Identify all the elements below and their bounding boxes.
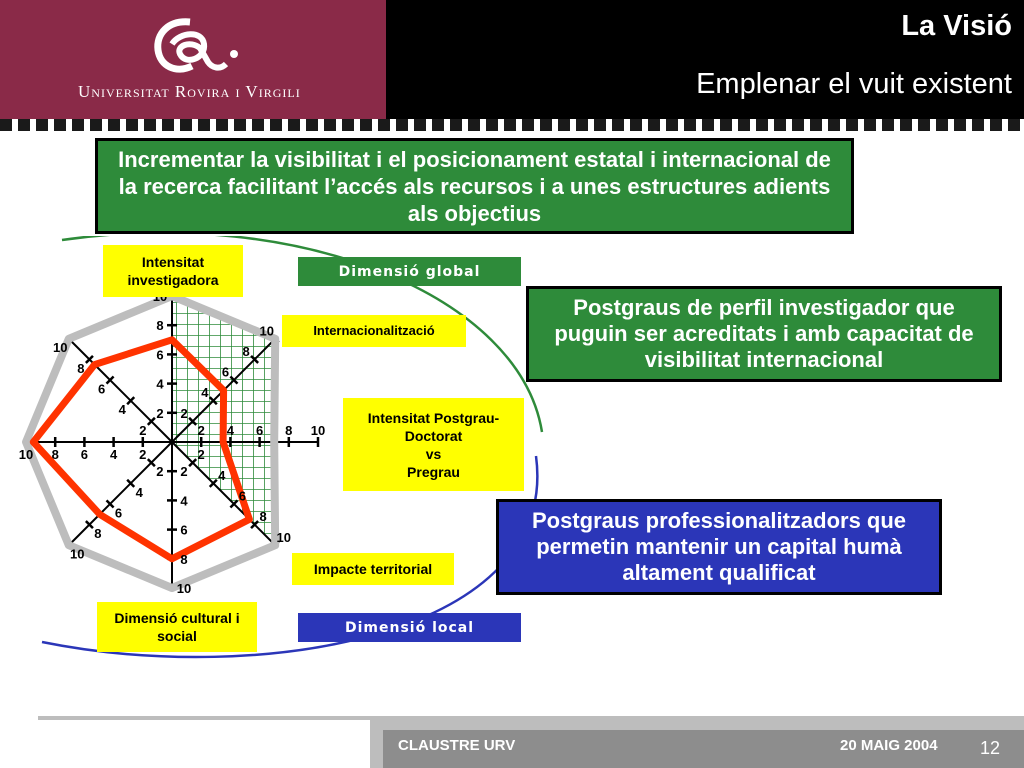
dimension-local-badge: Dimensió local	[298, 613, 521, 642]
radar-tick-mark	[126, 396, 136, 406]
radar-tick-mark	[84, 354, 94, 364]
radar-tick-label: 8	[180, 552, 187, 567]
postgraus-investigador-box: Postgraus de perfil investigador que pug…	[526, 286, 1002, 382]
radar-tick-label: 2	[181, 406, 188, 421]
radar-tick-label: 2	[180, 464, 187, 479]
radar-tick-label: 10	[70, 547, 84, 562]
label-postgrau-line: vs	[425, 445, 442, 462]
radar-tick-mark	[208, 478, 218, 488]
page-title: La Visió	[901, 10, 1012, 42]
radar-tick-label: 8	[285, 423, 292, 438]
header-brand-panel: Universitat Rovira i Virgili	[0, 0, 386, 120]
radar-tick-label: 4	[110, 447, 118, 462]
dimension-global-badge: Dimensió global	[298, 257, 521, 286]
radar-tick-label: 2	[198, 423, 205, 438]
series-max-polygon	[22, 292, 280, 592]
radar-tick-label: 2	[156, 464, 163, 479]
radar-tick-label: 4	[136, 485, 144, 500]
radar-tick-label: 4	[119, 402, 127, 417]
footer-event: CLAUSTRE URV	[398, 737, 516, 754]
radar-tick-label: 2	[156, 406, 163, 421]
urv-logo-icon	[154, 18, 238, 73]
radar-tick-mark	[250, 520, 260, 530]
footer-date: 20 MAIG 2004	[840, 737, 938, 754]
radar-tick-label: 4	[156, 377, 164, 392]
vision-statement: Incrementar la visibilitat i el posicion…	[95, 138, 854, 234]
radar-tick-mark	[229, 499, 239, 509]
label-impacte-territorial: Impacte territorial	[292, 553, 454, 585]
footer-line	[38, 716, 370, 720]
radar-tick-label: 4	[180, 493, 188, 508]
radar-tick-label: 6	[256, 423, 263, 438]
radar-tick-label: 2	[139, 447, 146, 462]
radar-tick-mark	[126, 478, 136, 488]
series-actual-polygon	[29, 336, 253, 563]
radar-tick-label: 10	[260, 323, 274, 338]
label-intensitat-postgrau: Intensitat Postgrau- Doctorat vs Pregrau	[343, 398, 524, 491]
radar-tick-label: 10	[19, 447, 33, 462]
label-postgrau-line: Doctorat	[404, 427, 463, 444]
radar-tick-label: 6	[239, 488, 246, 503]
radar-tick-label: 10	[276, 530, 290, 545]
label-postgrau-line: Intensitat Postgrau-	[367, 409, 500, 426]
label-intensitat-investigadora: Intensitat investigadora	[103, 245, 243, 297]
radar-tick-label: 8	[259, 509, 266, 524]
radar-tick-mark	[208, 396, 218, 406]
label-internacionalitzacio: Internacionalització	[282, 315, 466, 347]
radar-tick-label: 10	[53, 340, 67, 355]
radar-tick-label: 6	[222, 365, 229, 380]
label-dimensio-cultural: Dimensió cultural i social	[97, 602, 257, 652]
radar-tick-label: 4	[227, 423, 235, 438]
radar-tick-label: 8	[52, 447, 59, 462]
radar-tick-mark	[250, 354, 260, 364]
radar-chart: 2468102468102468102468102468102468102468…	[19, 236, 544, 659]
radar-tick-label: 8	[77, 361, 84, 376]
radar-tick-mark	[146, 458, 156, 468]
radar-tick-mark	[188, 416, 198, 426]
radar-tick-label: 6	[180, 523, 187, 538]
page-subtitle: Emplenar el vuit existent	[696, 68, 1012, 100]
radar-tick-label: 2	[198, 447, 205, 462]
radar-tick-mark	[229, 375, 239, 385]
header-divider	[0, 119, 1024, 131]
radar-tick-label: 4	[201, 385, 209, 400]
university-name: Universitat Rovira i Virgili	[78, 82, 301, 101]
radar-tick-label: 10	[311, 423, 325, 438]
label-postgrau-line: Pregrau	[407, 463, 460, 480]
radar-tick-mark	[146, 416, 156, 426]
radar-tick-mark	[84, 520, 94, 530]
radar-tick-label: 6	[81, 447, 88, 462]
radar-tick-label: 6	[115, 505, 122, 520]
radar-axis-line	[68, 338, 173, 443]
radar-tick-mark	[105, 375, 115, 385]
radar-tick-label: 8	[94, 526, 101, 541]
radar-tick-label: 8	[242, 344, 249, 359]
radar-tick-label: 6	[98, 382, 105, 397]
radar-axis-line	[171, 441, 276, 546]
radar-tick-label: 6	[156, 347, 163, 362]
footer-inner	[383, 730, 1024, 768]
radar-tick-labels: 2468102468102468102468102468102468102468…	[19, 289, 325, 596]
radar-tick-label: 2	[139, 423, 146, 438]
header-title-panel: La Visió Emplenar el vuit existent	[386, 0, 1024, 120]
radar-tick-label: 4	[218, 468, 226, 483]
postgraus-professionalitzadors-box: Postgraus professionalitzadors que perme…	[496, 499, 942, 595]
page-number: 12	[980, 738, 1001, 758]
radar-tick-mark	[188, 458, 198, 468]
radar-axis-line	[68, 441, 173, 546]
radar-tick-label: 8	[156, 318, 163, 333]
radar-tick-label: 10	[177, 581, 191, 596]
radar-tick-mark	[105, 499, 115, 509]
